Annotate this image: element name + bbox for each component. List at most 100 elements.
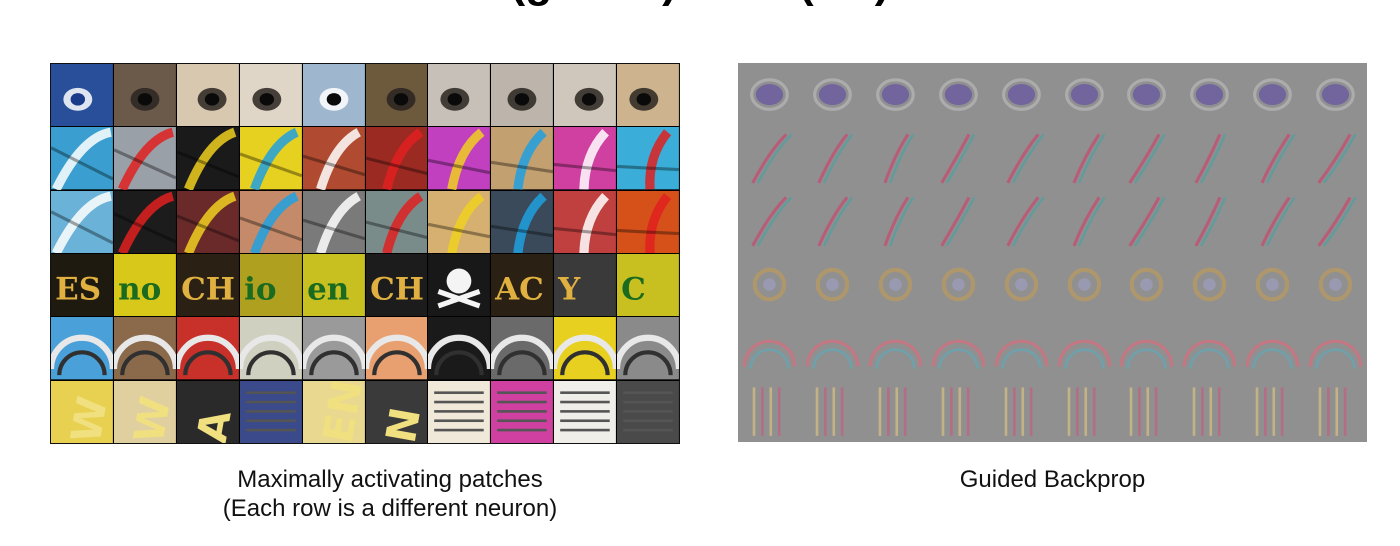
guided-backprop-patch <box>1178 189 1242 253</box>
image-patch <box>113 190 176 253</box>
guided-backprop-patch <box>1115 378 1179 442</box>
guided-backprop-patch <box>863 189 927 253</box>
image-patch <box>428 380 491 443</box>
guided-backprop-patch <box>1241 315 1305 379</box>
caption-line-2: (Each row is a different neuron) <box>222 495 558 522</box>
guided-backprop-patch <box>989 63 1053 127</box>
guided-backprop-patch <box>1115 252 1179 316</box>
guided-backprop-patch <box>989 189 1053 253</box>
guided-backprop-patch <box>1304 63 1367 127</box>
guided-backprop-patch <box>1115 126 1179 190</box>
guided-backprop-patch <box>738 378 801 442</box>
image-patch <box>302 317 365 380</box>
image-patch: EN <box>302 380 365 443</box>
guided-backprop-patch <box>800 315 864 379</box>
image-patch <box>113 64 176 127</box>
guided-backprop-patch <box>1241 63 1305 127</box>
image-patch: Y <box>554 253 617 317</box>
guided-backprop-patch <box>926 189 990 253</box>
guided-backprop-patch <box>1178 252 1242 316</box>
image-patch: CH <box>176 253 239 317</box>
image-patch <box>239 127 302 190</box>
activating-patches-caption: Maximally activating patches (Each row i… <box>50 465 730 523</box>
image-patch <box>365 127 428 190</box>
guided-backprop-patch <box>989 126 1053 190</box>
guided-backprop-patch <box>863 63 927 127</box>
svg-text:CH: CH <box>370 272 424 308</box>
guided-backprop-patch <box>1052 189 1116 253</box>
image-patch <box>617 380 679 443</box>
svg-text:Y: Y <box>557 272 581 308</box>
image-patch <box>51 190 113 253</box>
guided-backprop-patch <box>1052 126 1116 190</box>
image-patch <box>51 64 113 127</box>
image-patch: W <box>51 380 113 443</box>
guided-backprop-patch <box>1115 189 1179 253</box>
guided-backprop-patch <box>1304 252 1367 316</box>
image-patch <box>491 317 554 380</box>
guided-backprop-patch <box>926 315 990 379</box>
svg-text:N: N <box>376 404 427 443</box>
image-patch: AC <box>491 253 554 317</box>
guided-backprop-patch <box>926 378 990 442</box>
guided-backprop-patch <box>1178 378 1242 442</box>
guided-backprop-patch <box>1241 126 1305 190</box>
guided-backprop-patch <box>1241 252 1305 316</box>
guided-backprop-patch <box>1115 315 1179 379</box>
image-patch: C <box>617 253 679 317</box>
caption-line: Guided Backprop <box>959 466 1146 493</box>
guided-backprop-patch <box>800 63 864 127</box>
image-patch <box>302 64 365 127</box>
image-patch: CH <box>365 253 428 317</box>
guided-backprop-patch <box>1115 63 1179 127</box>
image-patch <box>617 317 679 380</box>
guided-backprop-patch <box>1052 315 1116 379</box>
image-patch: ES <box>51 253 113 317</box>
image-patch <box>617 190 679 253</box>
guided-backprop-patch <box>738 189 801 253</box>
svg-text:en: en <box>307 272 349 308</box>
guided-backprop-patch <box>800 252 864 316</box>
image-patch <box>491 64 554 127</box>
image-patch <box>365 190 428 253</box>
guided-backprop-patch <box>1304 126 1367 190</box>
guided-backprop-patch <box>863 315 927 379</box>
guided-backprop-patch <box>800 126 864 190</box>
image-patch <box>239 190 302 253</box>
svg-text:W: W <box>62 393 113 443</box>
guided-backprop-patch <box>926 63 990 127</box>
image-patch <box>239 380 302 443</box>
image-patch <box>239 317 302 380</box>
guided-backprop-patch <box>1052 378 1116 442</box>
image-patch: W <box>113 380 176 443</box>
image-patch <box>113 317 176 380</box>
guided-backprop-caption: Guided Backprop <box>738 465 1367 494</box>
image-patch <box>428 317 491 380</box>
image-patch <box>428 127 491 190</box>
svg-text:AC: AC <box>494 272 544 308</box>
guided-backprop-patch <box>863 378 927 442</box>
image-patch <box>617 64 679 127</box>
guided-backprop-patch <box>989 252 1053 316</box>
guided-backprop-patch <box>1304 315 1367 379</box>
guided-backprop-patch <box>1052 252 1116 316</box>
image-patch <box>176 317 239 380</box>
guided-backprop-patch <box>1241 378 1305 442</box>
guided-backprop-patch <box>989 315 1053 379</box>
guided-backprop-grid <box>738 63 1367 442</box>
image-patch <box>554 317 617 380</box>
image-patch: en <box>302 253 365 317</box>
image-patch <box>554 190 617 253</box>
guided-backprop-patch <box>1178 63 1242 127</box>
guided-backprop-patch <box>1178 126 1242 190</box>
image-patch <box>491 380 554 443</box>
guided-backprop-patch <box>800 189 864 253</box>
image-patch <box>302 127 365 190</box>
guided-backprop-patch <box>989 378 1053 442</box>
guided-backprop-patch <box>1241 189 1305 253</box>
svg-text:io: io <box>244 272 276 308</box>
image-patch <box>176 64 239 127</box>
guided-backprop-patch <box>738 63 801 127</box>
guided-backprop-patch <box>863 252 927 316</box>
svg-text:W: W <box>125 393 176 443</box>
